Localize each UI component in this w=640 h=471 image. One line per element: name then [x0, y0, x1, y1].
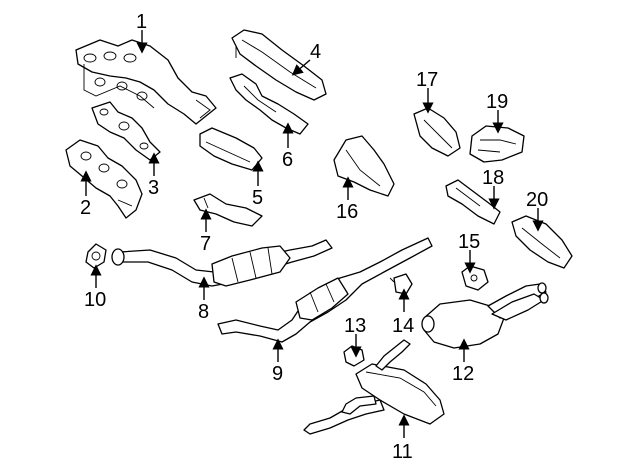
part-6-heat-shield[interactable]	[229, 73, 309, 135]
callout-1: 1	[136, 11, 147, 33]
part-14-clamp[interactable]	[389, 273, 413, 295]
callout-5: 5	[252, 187, 263, 209]
callout-2: 2	[80, 197, 91, 219]
callout-11: 11	[392, 441, 413, 463]
callout-3: 3	[148, 177, 159, 199]
part-12-rear-muffler[interactable]	[421, 282, 549, 349]
callout-12: 12	[452, 363, 474, 385]
part-18-bracket[interactable]	[445, 179, 501, 225]
part-17-heat-shield[interactable]	[413, 107, 461, 157]
callout-labels: 1 2 3 4 5 6 7 8 9 10 11 12 13 14 15 16 1…	[80, 11, 548, 463]
part-13-clamp[interactable]	[343, 345, 365, 367]
callout-19: 19	[486, 91, 508, 113]
callout-10: 10	[84, 289, 106, 311]
leader-lines	[80, 30, 544, 438]
part-15-hanger[interactable]	[461, 265, 489, 291]
callout-16: 16	[336, 201, 358, 223]
callout-15: 15	[458, 231, 480, 253]
part-20-heat-shield[interactable]	[511, 215, 573, 269]
part-5-heat-shield[interactable]	[199, 127, 263, 171]
part-2-exhaust-manifold[interactable]	[65, 139, 143, 219]
part-1-exhaust-manifold[interactable]	[75, 39, 217, 125]
part-8-front-pipe-converter[interactable]	[111, 239, 333, 287]
callout-8: 8	[198, 301, 209, 323]
callout-14: 14	[392, 315, 414, 337]
part-11-center-muffler[interactable]	[303, 339, 445, 435]
callout-4: 4	[310, 41, 321, 63]
callout-18: 18	[482, 167, 504, 189]
part-19-heat-shield[interactable]	[469, 125, 525, 163]
part-16-heat-shield[interactable]	[333, 135, 395, 197]
callout-7: 7	[200, 233, 211, 255]
callout-13: 13	[344, 315, 366, 337]
part-4-heat-shield[interactable]	[231, 29, 327, 101]
callout-20: 20	[526, 189, 548, 211]
callout-6: 6	[282, 149, 293, 171]
part-10-gasket[interactable]	[85, 243, 107, 269]
callout-9: 9	[272, 363, 283, 385]
part-3-manifold-gasket[interactable]	[91, 101, 161, 161]
callout-17: 17	[416, 69, 438, 91]
